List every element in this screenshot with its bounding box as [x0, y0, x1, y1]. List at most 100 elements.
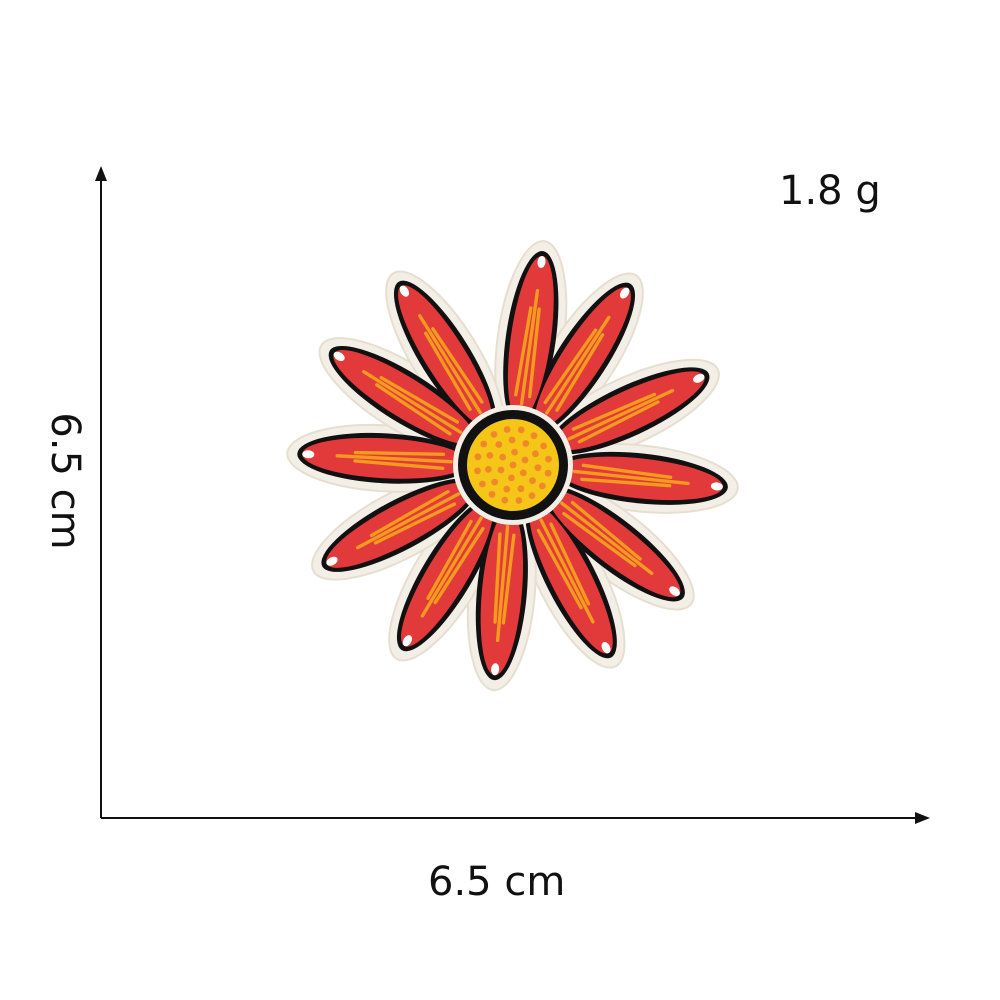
center-dot: [528, 492, 536, 499]
petal-stripe-group: [355, 489, 460, 550]
center-dot: [529, 477, 536, 485]
petal-tip: [693, 373, 705, 383]
petal-stripe: [501, 533, 516, 625]
petal-stripe: [577, 400, 660, 444]
petal-stripe: [539, 518, 595, 624]
petal-tip: [302, 450, 315, 459]
petal-tip: [333, 351, 345, 362]
petal-tip: [399, 285, 410, 297]
petal-stripe: [426, 519, 473, 600]
height-dimension-label: 6.5 cm: [42, 412, 88, 550]
petal-stripe: [570, 500, 642, 561]
petal-stripe: [355, 492, 460, 550]
petal-stripe: [495, 525, 510, 643]
petal-stripe: [420, 516, 483, 618]
petal-stripe-group: [567, 388, 675, 444]
petal-stripe: [418, 314, 482, 415]
center-dot: [534, 464, 542, 472]
petal-stripe-group: [536, 518, 595, 624]
petal-stripe-group: [572, 463, 690, 488]
petal-stripe-group: [543, 315, 611, 415]
arrow-up-icon: [95, 166, 107, 181]
petal-stripe: [514, 306, 533, 397]
petal-stripe: [562, 511, 637, 568]
center-dot: [544, 469, 552, 477]
petal-stripe: [567, 388, 675, 441]
center-dot: [503, 485, 511, 493]
center-dot: [522, 440, 530, 447]
petal-tip: [491, 663, 500, 676]
petal-stripe-group: [493, 525, 516, 643]
center-dot: [474, 453, 482, 461]
petal-stripe: [527, 307, 541, 399]
center-dot: [532, 450, 539, 458]
petal-tip: [710, 482, 723, 491]
center-dot: [517, 485, 525, 493]
petal-stripe: [353, 450, 446, 457]
center-dot: [519, 469, 527, 477]
petal-stripe: [493, 532, 502, 624]
petal-stripe-group: [362, 370, 463, 436]
petal-stripe: [431, 327, 484, 404]
petal-stripe-group: [560, 500, 654, 576]
daisy-patch-icon: [286, 240, 739, 692]
petal-stripe: [580, 477, 672, 488]
center-dot: [508, 474, 515, 482]
petal-tip: [537, 256, 546, 268]
center-dot: [503, 426, 511, 433]
petal-tip: [669, 586, 680, 597]
petal-tip: [326, 556, 338, 566]
center-dot: [479, 480, 486, 488]
petal-stripe: [572, 469, 690, 486]
center-dot: [540, 442, 547, 450]
center-dot: [480, 440, 488, 448]
center-dot: [521, 456, 529, 464]
flower-center-dots: [474, 426, 552, 504]
petal-stripe: [543, 328, 598, 405]
dimension-axes: [100, 180, 918, 819]
petal-stripes: [335, 289, 690, 643]
center-dot: [486, 452, 494, 459]
petal-stripe: [373, 502, 457, 545]
petal-stripe: [335, 454, 453, 464]
center-dot: [545, 455, 552, 463]
center-dot: [511, 448, 518, 456]
petal-tip: [601, 642, 611, 654]
petal-stripe: [375, 383, 452, 436]
petal-stripe: [353, 459, 445, 471]
petal-stripe: [362, 370, 463, 434]
petal-stripe: [369, 489, 450, 538]
center-dot: [501, 496, 509, 504]
petal-stripe-group: [420, 516, 485, 618]
petal-stripe: [581, 463, 673, 480]
petal-stripe: [560, 501, 654, 576]
center-dot: [517, 426, 525, 434]
center-dot: [499, 453, 507, 461]
center-dot: [490, 431, 498, 438]
center-dot: [491, 478, 499, 486]
center-dot: [488, 490, 496, 498]
petal-tips: [302, 256, 723, 676]
petal-stripe: [571, 392, 657, 431]
petal-stripe: [555, 333, 605, 412]
petal-stripe-group: [418, 314, 484, 415]
center-dot: [474, 467, 481, 475]
center-dot: [538, 482, 546, 490]
petal-stripe: [424, 331, 472, 412]
petal-stripe: [379, 376, 460, 424]
petal-tip: [619, 287, 630, 299]
center-dot: [485, 466, 492, 473]
petal-stripe-group: [335, 450, 453, 471]
petal-stripe-group: [514, 289, 541, 406]
center-dot: [497, 466, 505, 474]
petal-stripe: [536, 528, 583, 610]
center-dot: [515, 497, 523, 504]
center-dot: [495, 441, 503, 448]
petal-stripe: [549, 522, 591, 606]
center-dot: [530, 432, 538, 440]
weight-label: 1.8 g: [779, 168, 881, 214]
arrow-right-icon: [915, 812, 930, 824]
petal-stripe: [433, 526, 485, 605]
petal-stripe: [545, 315, 611, 415]
